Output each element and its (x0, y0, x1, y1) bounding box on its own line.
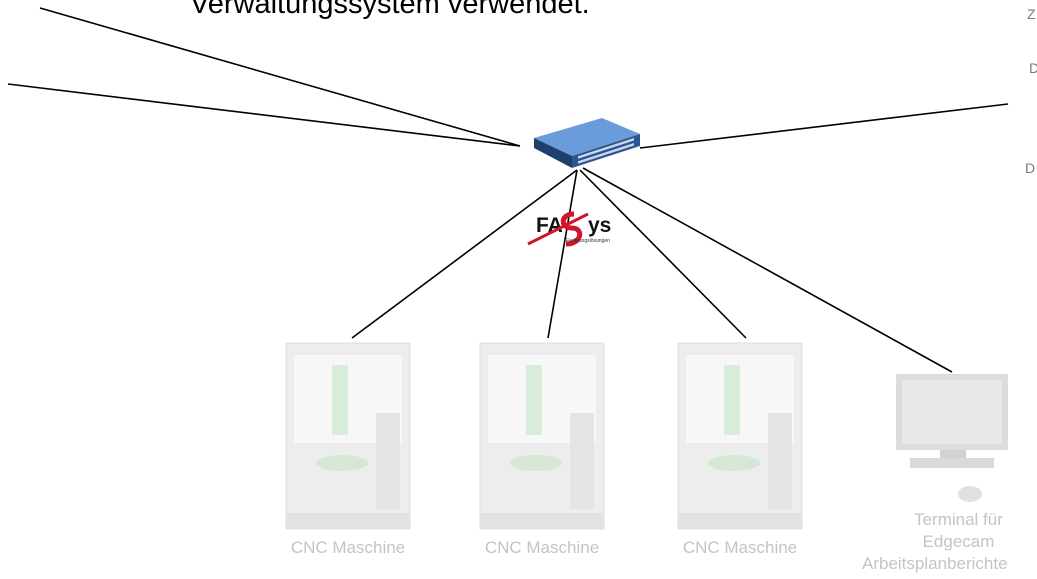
network-switch-icon (534, 118, 640, 168)
terminal-label-line-3: Arbeitsplanberichte (862, 554, 1008, 573)
cnc-machine-icon-3 (677, 342, 803, 530)
cnc-machine-label-2: CNC Maschine (484, 538, 600, 557)
svg-text:ys: ys (588, 214, 611, 237)
line-to-cnc2 (547, 169, 578, 339)
terminal-monitor-icon (896, 374, 1008, 502)
edge-letter-3: D (1025, 160, 1036, 176)
line-to-terminal (582, 167, 953, 373)
cnc-machine-label-3: CNC Maschine (682, 538, 798, 557)
edge-letter-1: Z (1027, 6, 1036, 22)
line-to-cnc1 (351, 169, 578, 339)
svg-text:Fertigungslösungen: Fertigungslösungen (566, 238, 610, 244)
terminal-label-line-2: Edgecam (922, 532, 995, 551)
line-to-right (639, 103, 1009, 149)
cnc-machine-icon-2 (479, 342, 605, 530)
cnc-machine-label-1: CNC Maschine (290, 538, 406, 557)
connection-lines (7, 7, 1009, 373)
line-to-left (7, 83, 521, 147)
page-heading: Verwaltungssystem verwendet. (190, 0, 590, 20)
line-to-top-left (39, 7, 521, 147)
cnc-machine-icon-1 (285, 342, 411, 530)
fasys-logo: FA ys Fertigungslösungen (527, 211, 611, 247)
terminal-label-line-1: Terminal für (914, 510, 1003, 529)
edge-letter-2: D (1029, 60, 1037, 76)
line-to-cnc3 (579, 169, 747, 339)
